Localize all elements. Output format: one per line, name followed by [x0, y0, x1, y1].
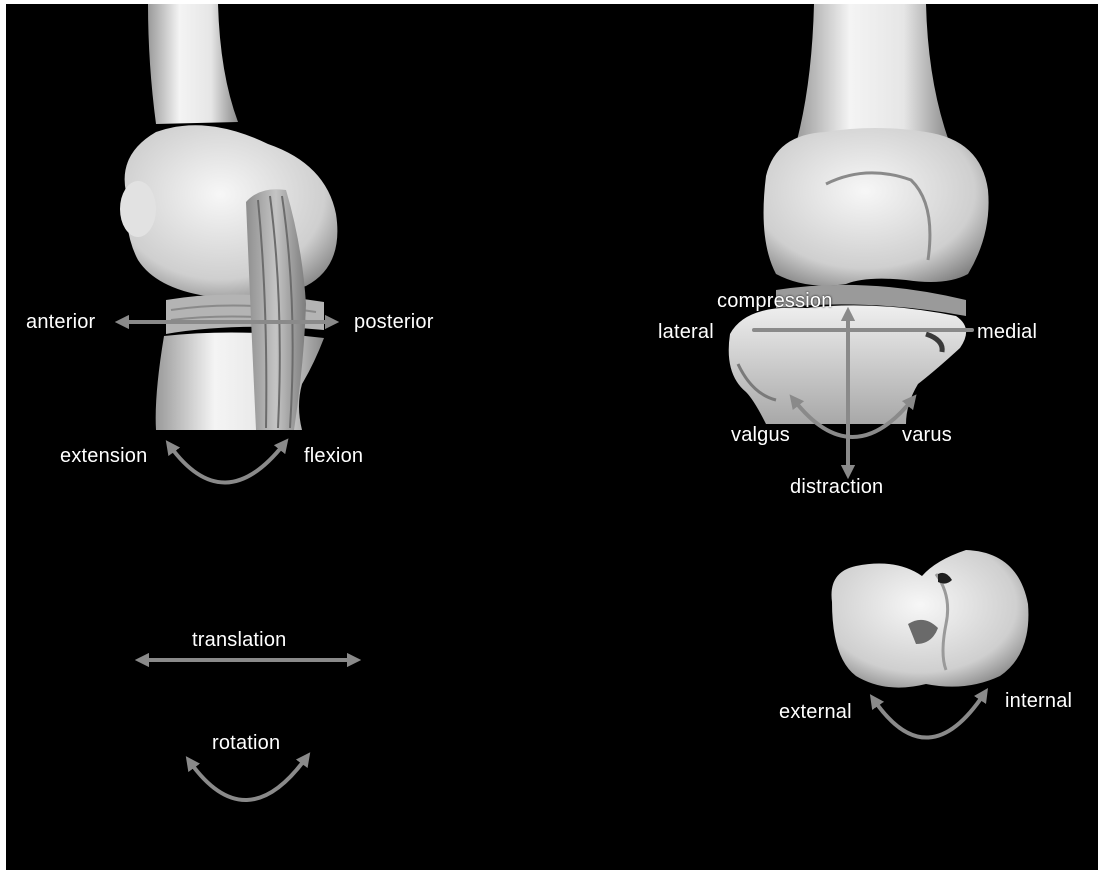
label-compression: compression: [717, 290, 833, 312]
label-anterior: anterior: [26, 311, 95, 333]
rotation-arc: [190, 758, 306, 800]
label-valgus: valgus: [731, 424, 790, 446]
label-lateral: lateral: [658, 321, 714, 343]
label-extension: extension: [60, 445, 147, 467]
label-varus: varus: [902, 424, 952, 446]
label-posterior: posterior: [354, 311, 434, 333]
label-translation: translation: [192, 629, 286, 651]
label-medial: medial: [977, 321, 1037, 343]
front-view-knee: [729, 4, 989, 424]
label-distraction: distraction: [790, 476, 883, 498]
axial-tibial-plateau: [832, 550, 1029, 688]
label-rotation: rotation: [212, 732, 280, 754]
external-internal-arc: [874, 694, 984, 738]
knee-kinematics-diagram: anterior posterior extension flexion com…: [6, 4, 1098, 870]
flexion-extension-arc: [170, 444, 284, 483]
label-external: external: [779, 701, 852, 723]
label-internal: internal: [1005, 690, 1072, 712]
label-flexion: flexion: [304, 445, 363, 467]
side-view-knee: [120, 4, 337, 430]
